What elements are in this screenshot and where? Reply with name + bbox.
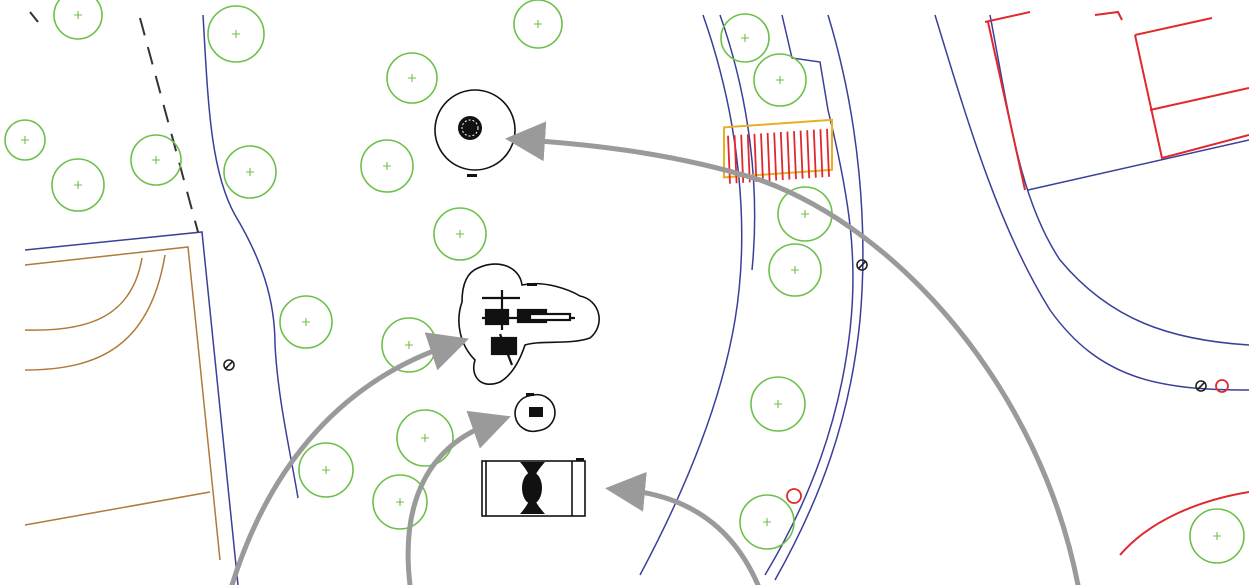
walkway-outer-left <box>639 14 743 576</box>
tree-icon <box>4 119 46 161</box>
court-boundary-brown <box>24 246 221 561</box>
crosswalk-hatch-line <box>753 133 758 182</box>
crosswalk-hatch-line <box>799 130 804 179</box>
crosswalk-hatch-line <box>760 133 764 182</box>
sports-court <box>24 231 239 585</box>
tree-icon <box>750 376 806 432</box>
utility-marker-icon <box>856 259 868 271</box>
spring-rider-tag <box>526 393 534 396</box>
callout-arrow-spring-rider <box>405 410 511 585</box>
dashed-stub <box>29 11 39 23</box>
swing-set <box>481 458 586 517</box>
spring-rider-seat <box>529 407 543 417</box>
crosswalk-hatch-line <box>793 131 797 180</box>
road-edge-outer <box>934 14 1249 391</box>
tree-icon <box>360 139 414 193</box>
crosswalk-hatch <box>727 128 830 184</box>
swing-set-tag <box>576 458 584 461</box>
dashed-boundary <box>139 17 199 233</box>
property-line-lower <box>1119 491 1249 556</box>
hydrants <box>786 379 1229 504</box>
crosswalk-hatch-line <box>826 128 830 177</box>
walkway-inner-right <box>764 14 854 576</box>
property-line-inner <box>1149 87 1249 111</box>
tree-icon <box>386 52 438 104</box>
swing-seat <box>522 472 542 504</box>
tree-icon <box>372 474 428 530</box>
left-footpath-edge <box>202 14 299 499</box>
crosswalk-hatch-line <box>806 130 811 179</box>
court-arc-inner <box>24 257 143 331</box>
tree-icon <box>279 295 333 349</box>
utility-marker-icon <box>1195 380 1207 392</box>
property-line-building <box>1094 10 1249 160</box>
tree-icon <box>768 243 822 297</box>
crosswalk-hatch-line <box>819 129 824 178</box>
court-line-lower <box>24 491 211 526</box>
tree-icon <box>739 494 795 550</box>
lot-line <box>1027 139 1249 191</box>
hydrant-icon <box>786 488 802 504</box>
play-structure-tag <box>527 283 537 286</box>
play-structure-detail <box>482 290 575 366</box>
tree-icon <box>130 134 182 186</box>
property-line-main <box>984 11 1031 191</box>
crosswalk-hatch-line <box>773 132 778 181</box>
spinner-hub <box>458 116 482 140</box>
play-structure <box>458 263 600 385</box>
utility-markers <box>223 259 1207 392</box>
property-lines <box>984 10 1249 556</box>
crosswalk-border <box>723 118 833 179</box>
utility-marker-icon <box>223 359 235 371</box>
tree-icon <box>720 13 770 63</box>
callout-arrow-round-spinner <box>505 121 1081 585</box>
callout-arrow-swing-set <box>605 471 761 585</box>
walkway-outer-right <box>774 14 864 581</box>
tree-icon <box>53 0 103 40</box>
tree-icon <box>207 5 265 63</box>
court-boundary-blue <box>24 231 239 585</box>
walkway-inner-mid <box>719 14 756 271</box>
tree-icon <box>223 145 277 199</box>
tree-icon <box>51 158 105 212</box>
spinner-tag <box>467 174 477 177</box>
tree-icon <box>513 0 563 49</box>
crosswalk-hatch-line <box>727 135 731 184</box>
tree-icon <box>396 409 454 467</box>
crosswalk-hatch-line <box>812 129 817 178</box>
crosswalk-hatch-line <box>779 131 784 181</box>
crosswalk-hatch-line <box>766 132 771 181</box>
court-arc-outer <box>24 254 166 371</box>
crosswalk <box>723 118 833 184</box>
footpaths <box>639 14 864 581</box>
spinner-hub-ring <box>461 119 479 137</box>
spring-rider <box>514 393 556 433</box>
tree-icon <box>298 442 354 498</box>
hydrant-icon <box>1215 379 1229 393</box>
callout-arrows <box>229 121 1081 585</box>
callout-arrow-play-structure <box>229 332 469 585</box>
crosswalk-hatch-line <box>786 131 791 180</box>
tree-icon <box>753 53 807 107</box>
tree-icon <box>433 207 487 261</box>
tree-icon <box>1189 508 1245 564</box>
